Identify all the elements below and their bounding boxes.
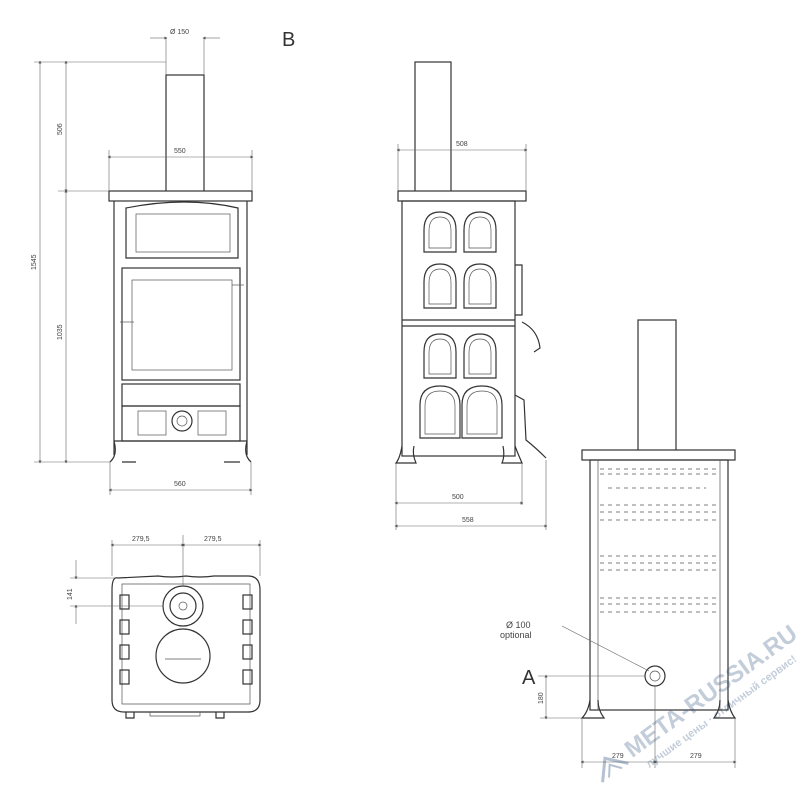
oven-window — [135, 213, 231, 253]
side-top-depth-label: 508 — [456, 141, 468, 148]
rear-foot-right — [712, 699, 737, 719]
bottom-width-label: 560 — [174, 481, 186, 488]
rear-vent-slots — [600, 468, 716, 613]
air-control-knob-inner — [176, 415, 188, 427]
oven-door-frame — [125, 201, 239, 259]
side-body — [401, 200, 516, 457]
flue-height-label: 506 — [57, 123, 64, 135]
rear-flue-pipe — [637, 319, 677, 453]
top-right-half-label: 279,5 — [204, 536, 222, 543]
rear-right-offset-label: 279 — [690, 753, 702, 760]
watermark: META-RUSSIA.RU лучшие цены · отличный се… — [601, 620, 800, 783]
rear-view: Ø 100 optional A 180 279 279 — [500, 319, 737, 768]
front-base — [109, 440, 252, 463]
front-flue-pipe — [165, 74, 205, 194]
outlet-diameter-label: Ø 100 — [506, 620, 531, 630]
lower-height-label: 1035 — [57, 324, 64, 340]
top-hotplate — [155, 628, 211, 684]
rear-foot-left — [580, 699, 606, 719]
rear-body — [589, 459, 729, 711]
top-flue-collar — [169, 592, 197, 620]
side-foot-left — [394, 445, 417, 464]
top-inner-outline — [121, 583, 251, 705]
front-body-sides — [113, 201, 248, 455]
top-flue-offset-label: 141 — [67, 588, 74, 600]
side-flue-pipe — [414, 61, 452, 194]
front-top-cap — [108, 190, 253, 202]
side-oven-hinge — [515, 264, 523, 316]
control-left-panel — [137, 410, 167, 436]
top-flue-collar-outer — [162, 585, 204, 627]
watermark-logo-icon — [601, 756, 629, 783]
side-total-depth-label: 558 — [462, 517, 474, 524]
top-view: 279,5 279,5 141 — [67, 535, 262, 719]
rear-left-offset-label: 279 — [612, 753, 624, 760]
total-height-label: 1545 — [31, 254, 38, 270]
rear-top-cap — [581, 449, 736, 461]
flue-diameter-label: Ø 150 — [170, 29, 189, 36]
side-ash-handle — [514, 394, 547, 459]
outlet-height-label: 180 — [538, 692, 545, 704]
control-right-panel — [197, 410, 227, 436]
side-top-cap — [397, 190, 527, 202]
view-label-a: A — [522, 667, 536, 689]
watermark-brand: META-RUSSIA.RU — [620, 620, 800, 763]
side-door-handle — [521, 321, 541, 353]
rear-optional-outlet — [644, 665, 666, 687]
air-control-knob — [171, 410, 193, 432]
side-bottom-depth-label: 500 — [452, 494, 464, 501]
fire-door-glass — [131, 279, 233, 371]
top-tile-bumps — [119, 594, 253, 685]
top-outline — [111, 575, 261, 713]
outlet-leader-line — [561, 625, 650, 672]
top-left-half-label: 279,5 — [132, 536, 150, 543]
top-front-feet — [125, 712, 225, 719]
outlet-optional-note: optional — [500, 630, 532, 640]
ash-drawer — [121, 383, 241, 407]
side-arched-tiles — [419, 211, 503, 439]
front-view: Ø 150 550 560 1545 506 1035 — [31, 29, 254, 495]
side-view: 508 500 558 — [394, 61, 548, 530]
top-width-label: 550 — [174, 148, 186, 155]
fire-door-frame — [121, 267, 241, 381]
side-foot-right — [501, 445, 523, 464]
view-label-b: B — [282, 29, 295, 51]
